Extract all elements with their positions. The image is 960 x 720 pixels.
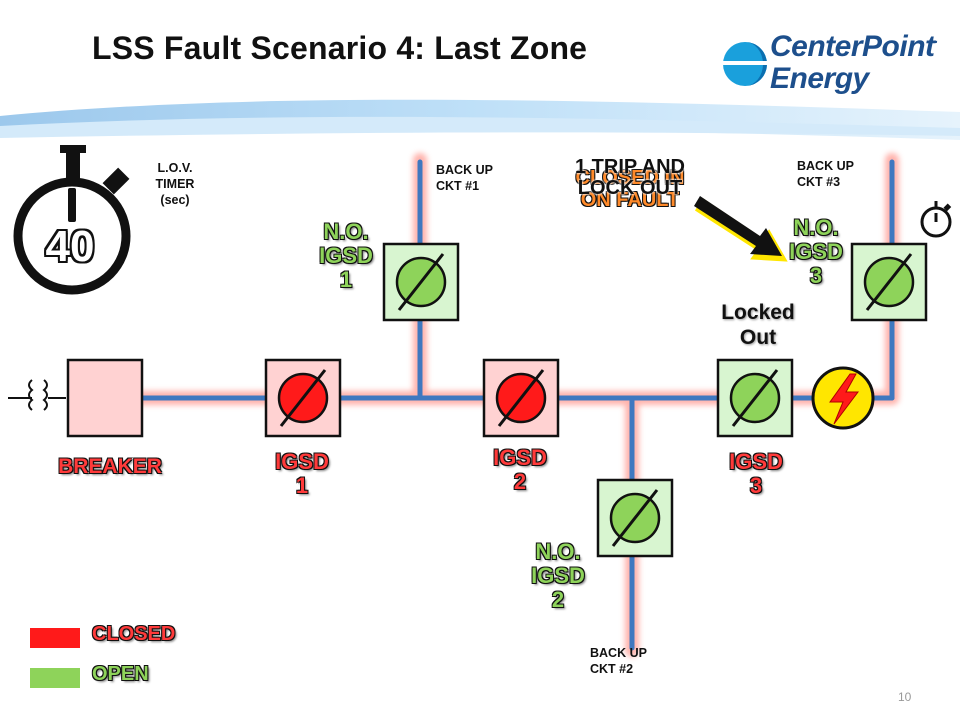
legend-closed-swatch [30, 628, 80, 648]
stopwatch-icon [13, 145, 131, 295]
slide-title: LSS Fault Scenario 4: Last Zone [92, 30, 588, 66]
legend-open-label: OPEN [92, 663, 149, 685]
small-stopwatch-icon [920, 201, 952, 238]
callout-arrow [694, 196, 788, 262]
legend-closed-label: CLOSED [92, 623, 176, 645]
no-igsd-2-switch [596, 478, 674, 558]
igsd-3-switch [716, 358, 794, 438]
transformer-icon [8, 379, 66, 411]
fault-icon [811, 366, 875, 430]
igsd-1-switch [264, 358, 342, 438]
legend-open-swatch [30, 668, 80, 688]
breaker-label: BREAKER [58, 455, 162, 478]
no-igsd-3-switch [850, 242, 928, 322]
igsd-2-switch [482, 358, 560, 438]
breaker-box [66, 358, 144, 438]
no-igsd-1-switch [382, 242, 460, 322]
timer-value: 40 [45, 222, 95, 271]
centerpoint-logo-mark [722, 42, 768, 86]
logo-text-line1: CenterPoint. [770, 30, 938, 63]
page-number: 10 [898, 690, 912, 704]
lov-timer-label: L.O.V. TIMER (sec) [155, 161, 195, 207]
header-swoosh [0, 99, 960, 140]
logo-text-line2: Energy [770, 62, 869, 95]
